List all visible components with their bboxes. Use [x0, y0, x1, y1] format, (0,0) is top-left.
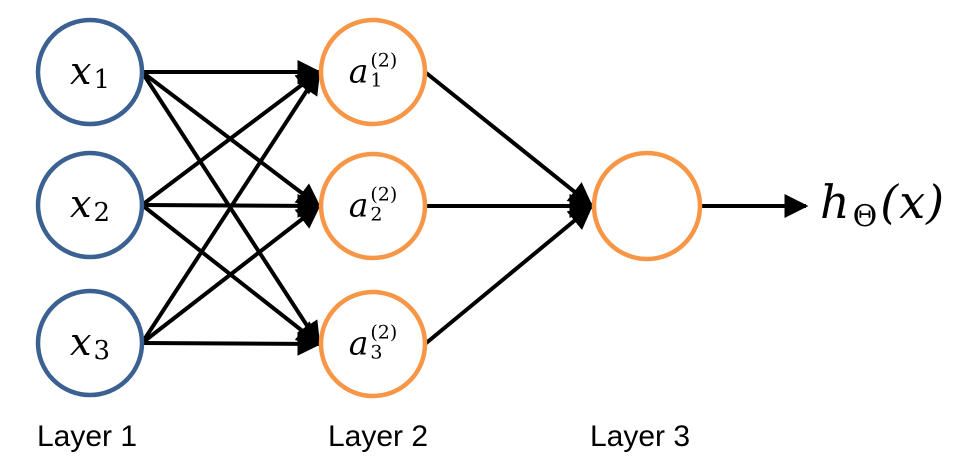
label-h-base: h [820, 175, 851, 230]
edges-layer2-to-layer3 [423, 70, 594, 346]
edge-x2-a1 [140, 70, 321, 207]
node-a1-circle [318, 17, 428, 127]
edge-x3-a3 [141, 331, 322, 356]
edge-a3-out [423, 205, 593, 346]
label-h-rest: (x) [880, 175, 946, 230]
edge-a1-out [423, 70, 593, 207]
label-h-theta-x: h Θ (x) [820, 175, 946, 232]
edge-x3-a2 [140, 204, 321, 345]
layer-3-label: Layer 3 [589, 420, 691, 453]
node-x1-circle [35, 17, 145, 127]
node-x3-circle [35, 288, 145, 398]
node-circles [35, 17, 703, 399]
node-output-circle [591, 150, 703, 262]
node-a3-circle [318, 289, 428, 399]
layer-2-label: Layer 2 [327, 420, 429, 453]
node-a2-circle [318, 151, 428, 261]
edges-layer1-to-layer2 [140, 60, 322, 356]
node-x2-circle [35, 150, 145, 260]
layer-1-label: Layer 1 [36, 420, 138, 453]
edge-x3-a1 [140, 69, 321, 345]
label-h-sub: Θ [852, 199, 879, 235]
